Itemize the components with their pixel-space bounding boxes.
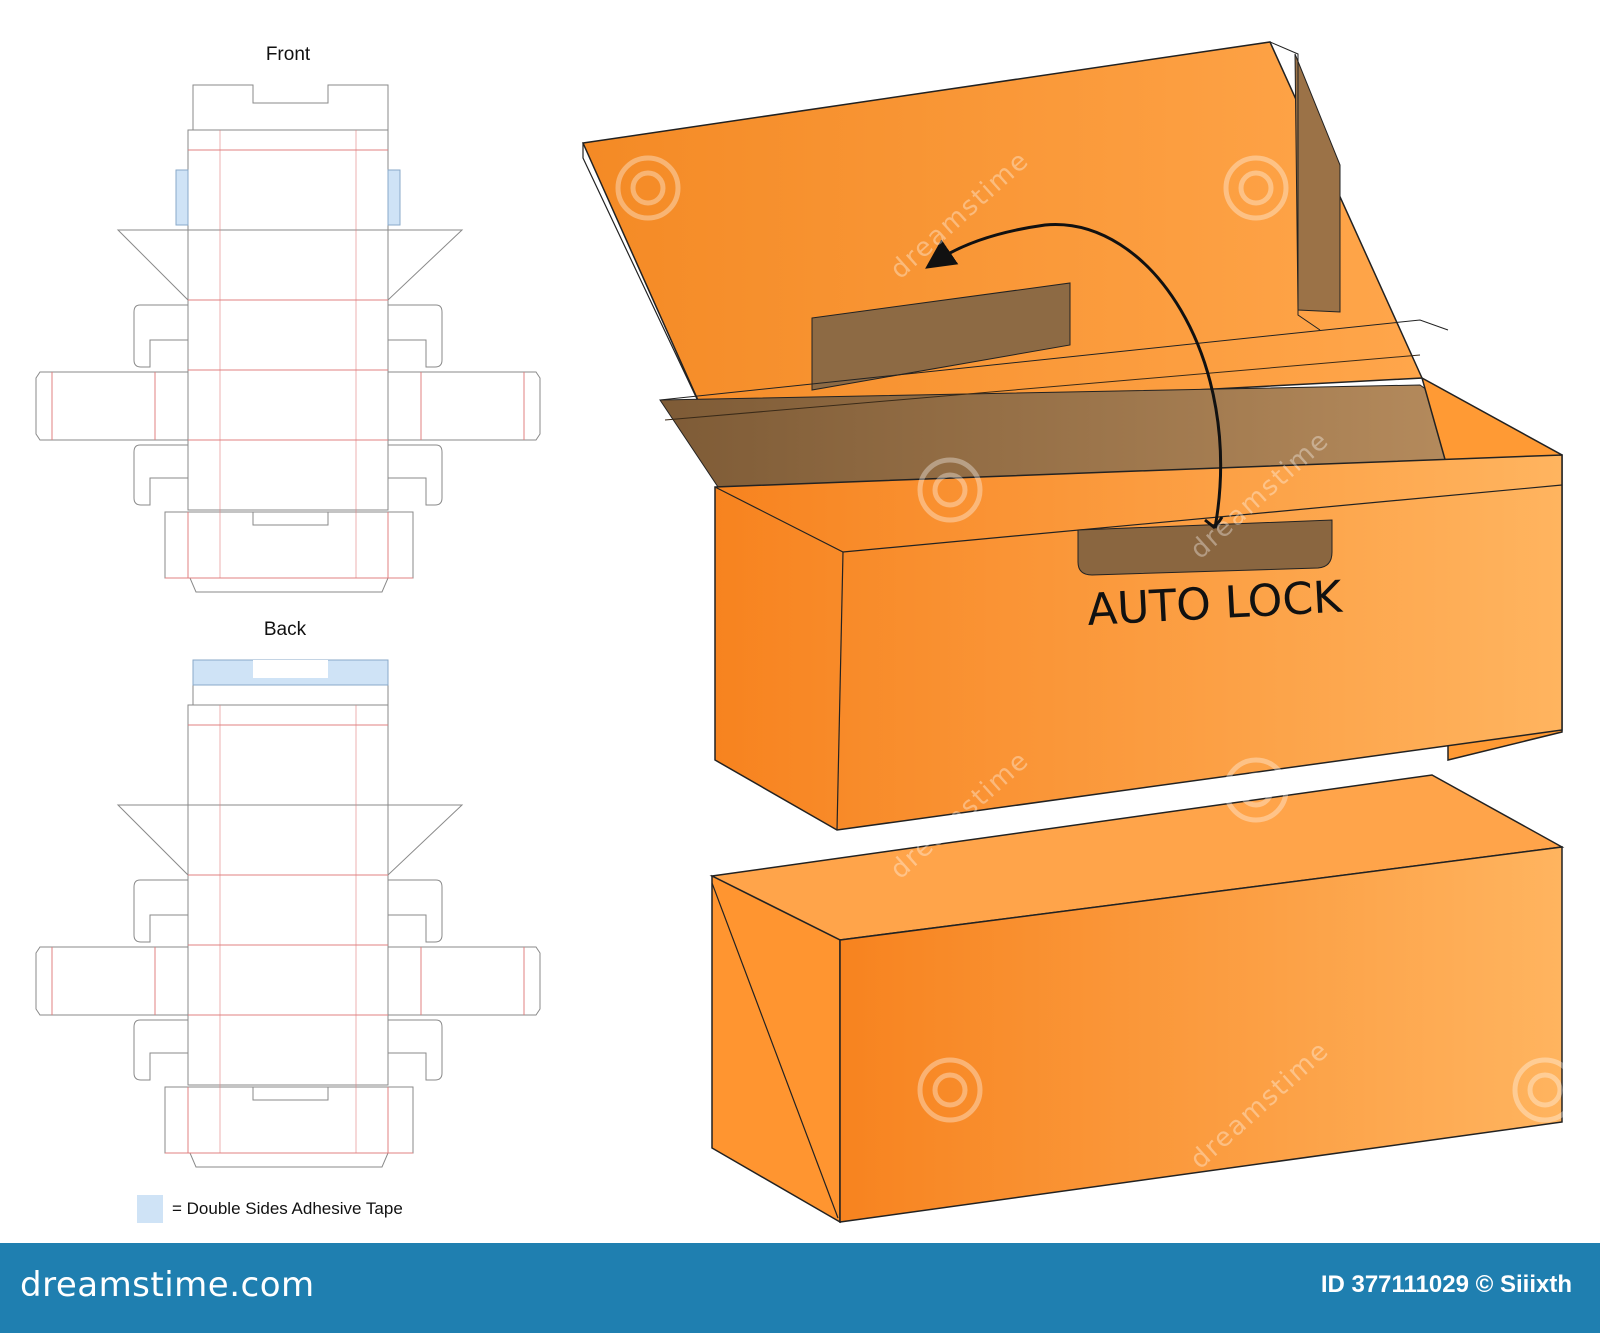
lock-arrow	[925, 223, 1223, 529]
front-dieline	[35, 84, 541, 593]
front-label: Front	[266, 44, 311, 65]
front-tape-right	[387, 169, 401, 226]
footer-image-id: ID 377111029 © Siiixth	[1320, 1271, 1572, 1298]
lock-tab	[1077, 519, 1333, 576]
legend-swatch	[137, 1195, 163, 1223]
front-tape-left	[175, 169, 189, 226]
lid-side-flap	[1294, 53, 1341, 313]
open-box: AUTO LOCK	[581, 41, 1563, 831]
illustration: Front Back = Double Sides Adhesive Tape …	[35, 41, 1578, 1224]
back-label: Back	[264, 619, 307, 640]
closed-box-front	[839, 846, 1563, 1223]
footer-bar: dreamstime.com ID 377111029 © Siiixth	[0, 1243, 1600, 1333]
closed-box	[709, 774, 1565, 1224]
back-dieline	[35, 659, 541, 1168]
footer-brand[interactable]: dreamstime.com	[20, 1265, 315, 1305]
inner-insert	[811, 282, 1071, 391]
box-front-panel	[714, 454, 1563, 831]
watermark-logo	[615, 155, 1578, 1123]
legend-text: = Double Sides Adhesive Tape	[172, 1199, 403, 1218]
